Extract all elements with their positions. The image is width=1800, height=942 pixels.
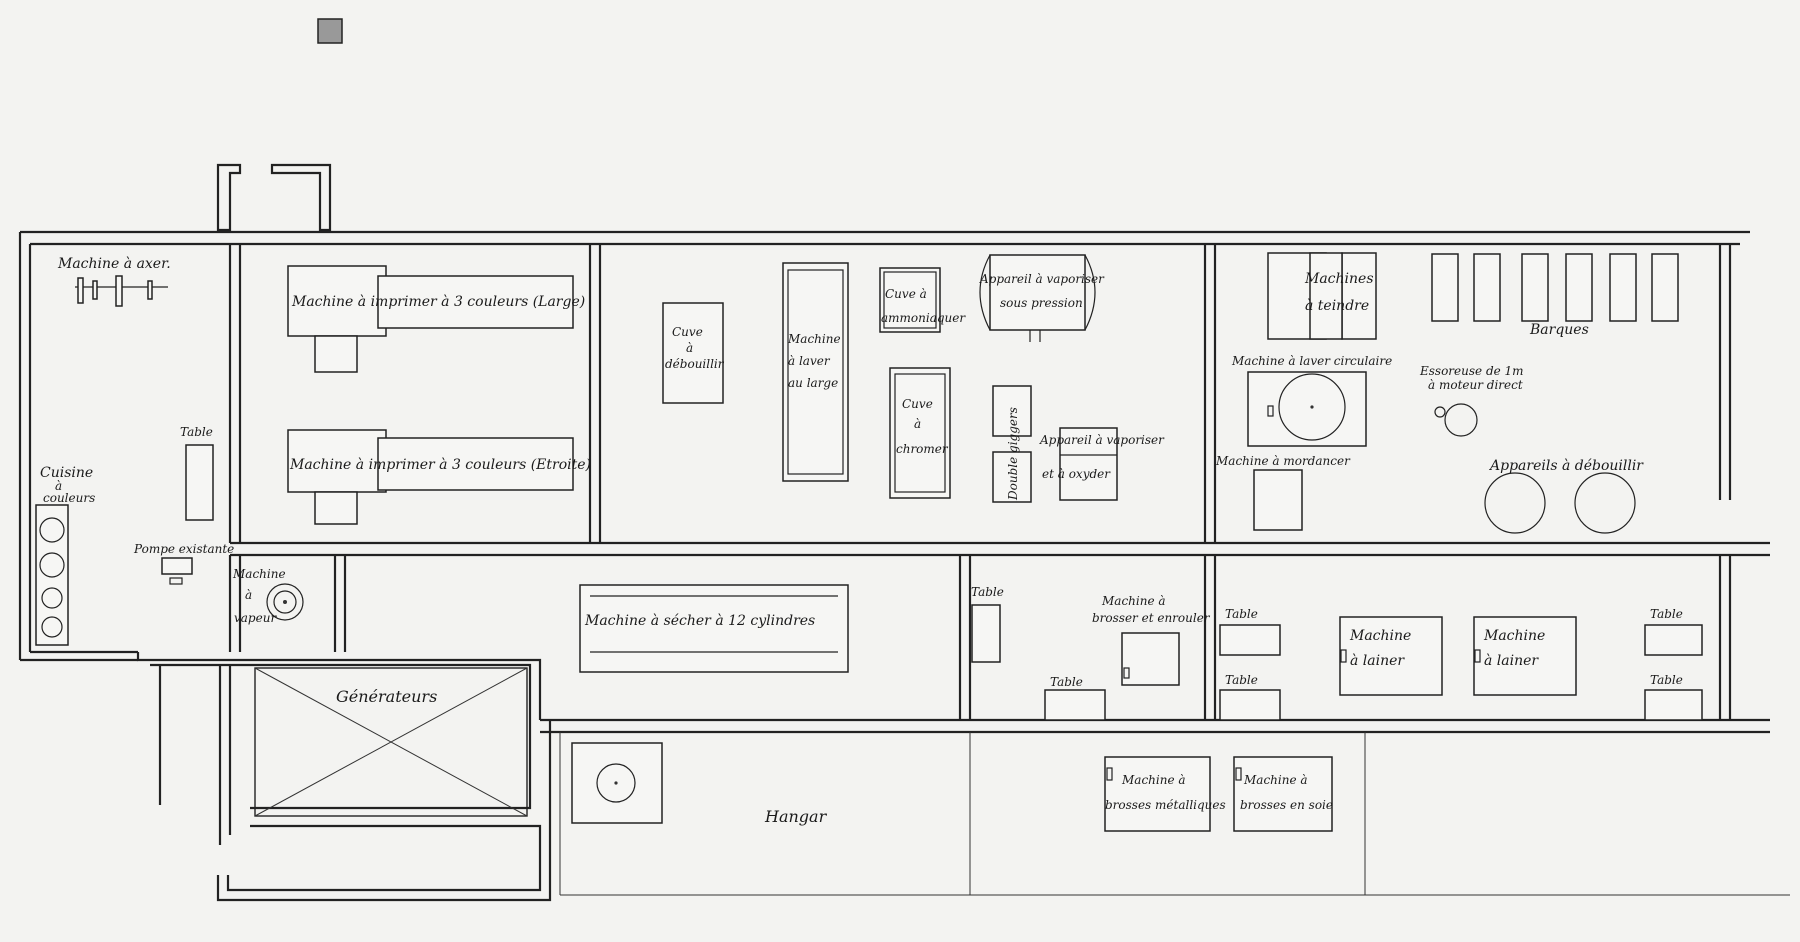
- label-metal-brush-2: brosses métalliques: [1105, 798, 1226, 812]
- drying-machine: [579, 584, 849, 673]
- label-print-large: Machine à imprimer à 3 couleurs (Large): [291, 294, 585, 310]
- table-lower-2: [1044, 689, 1106, 721]
- label-dyeing-1: Machines: [1304, 271, 1374, 287]
- table-lower-5: [1644, 624, 1703, 656]
- label-ammonia-1: Cuve à: [885, 287, 927, 301]
- label-print-narrow: Machine à imprimer à 3 couleurs (Etroite…: [289, 457, 591, 473]
- double-jiggers: [992, 385, 1032, 503]
- silk-brush-machine: [1233, 756, 1333, 832]
- chrome-vat: [889, 367, 951, 499]
- label-steam-engine-3: vapeur: [234, 611, 277, 625]
- brushing-winding-machine: [1121, 632, 1180, 686]
- label-raising-2b: à lainer: [1484, 653, 1539, 669]
- label-vat-boil-1: Cuve: [672, 325, 703, 339]
- pressure-steamer: [979, 254, 1096, 342]
- label-dyeing-2: à teindre: [1305, 298, 1369, 314]
- label-spinner-1: Essoreuse de 1m: [1419, 364, 1524, 378]
- steam-oxidize-apparatus: [1059, 427, 1118, 501]
- printing-machine-large: [287, 265, 574, 373]
- label-table-4: Table: [1225, 673, 1258, 687]
- printing-machine-narrow: [287, 429, 574, 525]
- label-table-2: Table: [1050, 675, 1083, 689]
- label-raising-1b: à lainer: [1350, 653, 1405, 669]
- hangar-circle-machine: [571, 742, 663, 824]
- label-steam-oxide-1: Appareil à vaporiser: [1039, 433, 1165, 447]
- color-kitchen-bench: [35, 504, 69, 646]
- internal-walls: [136, 244, 1217, 902]
- label-brush-wind-1: Machine à: [1101, 594, 1166, 608]
- label-vat-boil-3: débouillir: [665, 357, 725, 371]
- label-pressure-steam-1: Appareil à vaporiser: [979, 272, 1105, 286]
- label-pressure-steam-2: sous pression: [1000, 296, 1083, 310]
- wide-washing-machine: [782, 262, 849, 482]
- label-hangar: Hangar: [764, 807, 828, 826]
- label-spinner-2: à moteur direct: [1428, 378, 1523, 392]
- label-silk-brush-1: Machine à: [1243, 773, 1308, 787]
- label-ammonia-2: ammoniaquer: [881, 311, 966, 325]
- label-mordant: Machine à mordancer: [1215, 454, 1351, 468]
- label-silk-brush-2: brosses en soie: [1240, 798, 1333, 812]
- label-raising-2a: Machine: [1483, 628, 1545, 644]
- label-kitchen-1: Cuisine: [40, 465, 93, 481]
- entrance-stubs: [216, 163, 332, 232]
- label-chrome-2: à: [914, 417, 921, 431]
- table-lower-1: [971, 604, 1001, 663]
- table-lower-3: [1219, 624, 1281, 656]
- label-wash-wide-1: Machine: [787, 332, 841, 346]
- table-lower-4: [1219, 689, 1281, 721]
- label-kitchen-3: couleurs: [43, 491, 95, 505]
- boiling-apparatus: [1484, 472, 1636, 534]
- table-left: [185, 444, 214, 521]
- dyeing-machines: [1267, 252, 1377, 340]
- label-raising-1a: Machine: [1349, 628, 1411, 644]
- ammonia-vat: [879, 267, 941, 333]
- axer-machine-icon: [75, 275, 168, 307]
- label-table-6: Table: [1650, 673, 1683, 687]
- label-brush-wind-2: brosser et enrouler: [1092, 611, 1211, 625]
- label-barques: Barques: [1529, 322, 1589, 338]
- raising-machine-2: [1473, 616, 1577, 696]
- label-wash-wide-3: au large: [788, 376, 838, 390]
- label-boiling-apparatus: Appareils à débouillir: [1488, 458, 1644, 474]
- label-dryer: Machine à sécher à 12 cylindres: [584, 613, 815, 629]
- label-steam-engine-1: Machine: [232, 567, 286, 581]
- label-metal-brush-1: Machine à: [1121, 773, 1186, 787]
- label-table-3: Table: [1225, 607, 1258, 621]
- outer-walls: [18, 230, 1790, 896]
- marker-square: [317, 18, 343, 44]
- circular-washing-machine: [1247, 371, 1367, 447]
- boiling-vat: [662, 302, 724, 404]
- barques-tanks: [1431, 253, 1679, 322]
- label-double-jiggers: Double giggers: [1006, 407, 1020, 501]
- label-table-1: Table: [971, 585, 1004, 599]
- steam-engine: [266, 583, 304, 621]
- label-axer: Machine à axer.: [57, 256, 171, 272]
- label-generators: Générateurs: [336, 687, 437, 706]
- label-kitchen-2: à: [55, 479, 62, 493]
- table-lower-6: [1644, 689, 1703, 721]
- label-chrome-1: Cuve: [902, 397, 933, 411]
- metal-brush-machine: [1104, 756, 1211, 832]
- label-pump: Pompe existante: [133, 542, 234, 556]
- raising-machine-1: [1339, 616, 1443, 696]
- label-circular-wash: Machine à laver circulaire: [1231, 354, 1392, 368]
- pump: [161, 557, 193, 585]
- label-vat-boil-2: à: [686, 341, 693, 355]
- label-chrome-3: chromer: [896, 442, 949, 456]
- label-table-left: Table: [180, 425, 213, 439]
- centrifuge-spinner: [1434, 403, 1478, 437]
- label-wash-wide-2: à laver: [788, 354, 831, 368]
- label-table-5: Table: [1650, 607, 1683, 621]
- generators-box: [254, 667, 528, 817]
- mordant-machine: [1253, 469, 1303, 531]
- label-steam-engine-2: à: [245, 588, 252, 602]
- label-steam-oxide-2: et à oxyder: [1042, 467, 1111, 481]
